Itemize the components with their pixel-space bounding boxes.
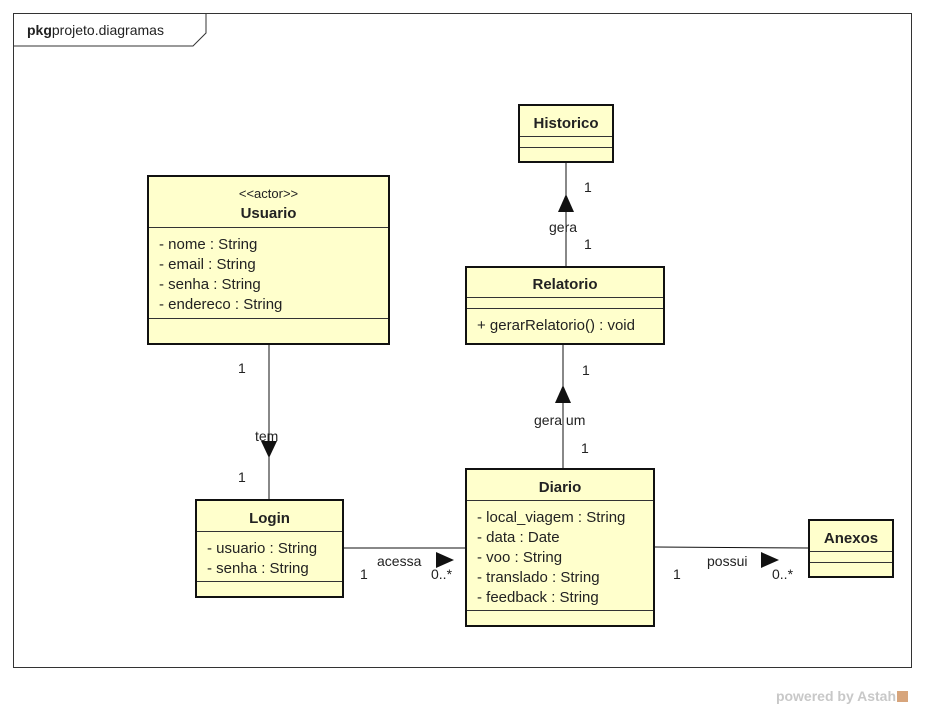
acessa-mult-diario: 0..* — [431, 566, 453, 582]
gera-um-mult-relatorio: 1 — [582, 362, 590, 378]
gera-mult-relatorio: 1 — [584, 236, 592, 252]
attributes-section: - usuario : String - senha : String — [197, 531, 342, 581]
operations-section — [810, 562, 892, 576]
class-name: Anexos — [823, 530, 879, 547]
astah-watermark: powered by Astah — [776, 688, 908, 704]
package-title: pkgprojeto.diagramas — [27, 22, 164, 38]
class-anexos[interactable]: Anexos — [808, 519, 894, 578]
class-historico[interactable]: Historico — [518, 104, 614, 163]
attributes-section — [520, 136, 612, 147]
class-name: Usuario — [240, 205, 297, 222]
package-tab — [13, 13, 207, 47]
gera-um-mult-diario: 1 — [581, 440, 589, 456]
possui-mult-anexos: 0..* — [772, 566, 794, 582]
attribute: - feedback : String — [477, 589, 599, 606]
class-name: Login — [249, 510, 290, 527]
attributes-section: - local_viagem : String - data : Date - … — [467, 500, 653, 610]
attribute: - email : String — [159, 256, 256, 273]
attribute: - data : Date — [477, 529, 560, 546]
attribute: - nome : String — [159, 236, 258, 253]
attribute: - voo : String — [477, 549, 563, 566]
assoc-possui-line — [654, 546, 810, 549]
possui-mult-diario: 1 — [673, 566, 681, 582]
watermark-text: powered by Astah — [775, 688, 896, 704]
possui-label: possui — [707, 553, 748, 569]
operations-section — [197, 581, 342, 596]
attributes-section — [467, 297, 663, 308]
gera-direction-arrow — [558, 194, 574, 212]
attribute: - translado : String — [477, 569, 600, 586]
gera-label: gera — [549, 219, 578, 235]
gera-um-direction-arrow — [555, 385, 571, 403]
class-stereotype: <<actor>> — [238, 186, 299, 201]
class-diario[interactable]: Diario - local_viagem : String - data : … — [465, 468, 655, 627]
attribute: - usuario : String — [207, 540, 318, 557]
operations-section — [149, 318, 388, 343]
attribute: - senha : String — [207, 560, 309, 577]
acessa-direction-arrow — [436, 552, 454, 568]
attribute: - local_viagem : String — [477, 509, 626, 526]
acessa-label: acessa — [377, 553, 422, 569]
tem-mult-usuario: 1 — [238, 360, 246, 376]
class-usuario[interactable]: <<actor>> Usuario - nome : String - emai… — [147, 175, 390, 345]
class-login[interactable]: Login - usuario : String - senha : Strin… — [195, 499, 344, 598]
attributes-section — [810, 551, 892, 562]
class-relatorio[interactable]: Relatorio + gerarRelatorio() : void — [465, 266, 665, 345]
astah-logo-icon — [897, 691, 908, 702]
operations-section — [520, 147, 612, 161]
acessa-mult-login: 1 — [360, 566, 368, 582]
possui-direction-arrow — [761, 552, 779, 568]
class-name: Relatorio — [532, 276, 598, 293]
package-name: projeto.diagramas — [51, 22, 164, 38]
tem-direction-arrow — [261, 441, 277, 458]
operations-section: + gerarRelatorio() : void — [467, 308, 663, 343]
gera-mult-historico: 1 — [584, 179, 592, 195]
class-name: Diario — [538, 479, 582, 496]
attribute: - senha : String — [159, 276, 261, 293]
operation: + gerarRelatorio() : void — [477, 317, 635, 334]
attributes-section: - nome : String - email : String - senha… — [149, 227, 388, 318]
package-frame — [13, 13, 912, 668]
package-keyword: pkg — [27, 22, 52, 38]
gera-um-label: gera um — [534, 412, 586, 428]
tem-mult-login: 1 — [238, 469, 246, 485]
tem-label: tem — [255, 428, 279, 444]
operations-section — [467, 610, 653, 625]
class-name: Historico — [533, 115, 599, 132]
attribute: - endereco : String — [159, 296, 283, 313]
